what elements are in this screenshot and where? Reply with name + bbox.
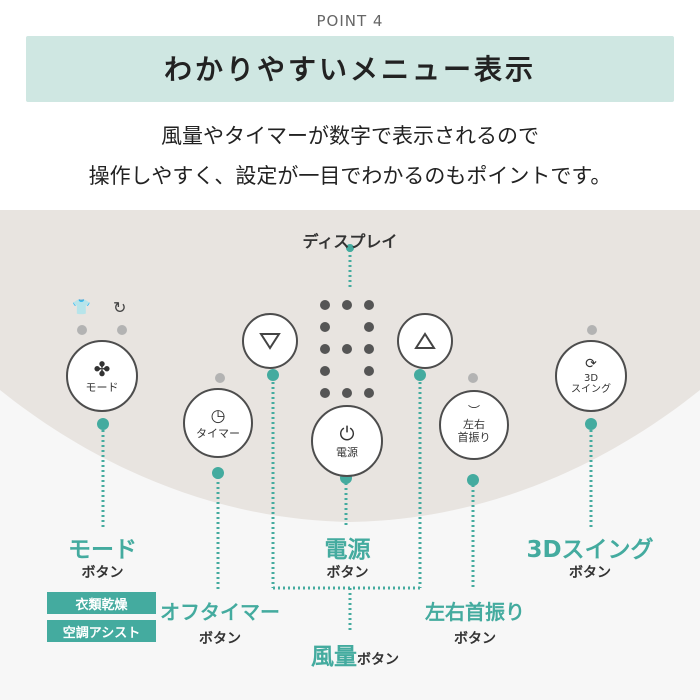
mode-button[interactable]: ✤ モード (66, 340, 138, 412)
description-line-2: 操作しやすく、設定が一目でわかるのもポイントです。 (88, 164, 612, 188)
mode-callout-sub: ボタン (81, 565, 124, 581)
led-laundry (77, 325, 87, 335)
mode-tag-aircon-assist: 空調アシスト (47, 620, 156, 642)
shirt-icon: 👕 (72, 298, 91, 316)
swing-callout-sub: ボタン (454, 631, 496, 647)
connector-dots (97, 244, 597, 486)
clock-icon: ◷ (210, 405, 226, 426)
swing-button-label-2: 首振り (457, 431, 491, 444)
display-digit (320, 300, 374, 398)
fan-icon: ✤ (93, 356, 111, 381)
connector-lines (101, 250, 593, 630)
swing-button[interactable]: ︶ 左右 首振り (439, 390, 509, 460)
power-icon: ⏻ (339, 422, 355, 445)
swing-button-label-1: 左右 (463, 418, 485, 431)
timer-button-label: タイマー (196, 426, 240, 440)
cycle-icon: ↻ (113, 298, 127, 317)
title-banner (26, 36, 674, 102)
3d-swing-button[interactable]: ⟳ 3D スイング (555, 340, 627, 412)
timer-button[interactable]: ◷ タイマー (183, 388, 253, 458)
point-label: POINT 4 (316, 12, 384, 30)
3d-swing-callout-sub: ボタン (569, 565, 611, 581)
power-callout-title: 電源 (324, 537, 371, 563)
panel-surface (0, 210, 700, 522)
wind-callout-title: 風量 (311, 644, 357, 670)
3d-swing-callout-title: 3Dスイング (526, 537, 654, 563)
power-button-label: 電源 (336, 445, 358, 459)
triangle-down-icon (259, 333, 281, 350)
display-label: ディスプレイ (302, 232, 398, 251)
mode-tag-laundry: 衣類乾燥 (47, 592, 156, 614)
off-timer-callout-sub: ボタン (199, 631, 241, 647)
power-button[interactable]: ⏻ 電源 (311, 405, 383, 477)
wind-up-button[interactable] (397, 313, 453, 369)
3d-button-label-1: 3D (583, 373, 599, 384)
triangle-up-icon (414, 332, 436, 349)
led-aircon-assist (117, 325, 127, 335)
swing-arc-icon: ︶ (467, 404, 480, 418)
led-timer (215, 373, 225, 383)
power-callout-sub: ボタン (326, 565, 369, 581)
mode-callout-title: モード (68, 537, 137, 563)
led-swing (468, 373, 478, 383)
wind-callout: 風量ボタン (290, 637, 420, 671)
swing-callout-title: 左右首振り (425, 600, 525, 624)
mode-button-label: モード (85, 380, 119, 394)
description-line-1: 風量やタイマーが数字で表示されるので (161, 124, 539, 148)
wind-down-button[interactable] (242, 313, 298, 369)
page-title: わかりやすいメニュー表示 (163, 53, 536, 86)
3d-swing-icon: ⟳ (585, 356, 597, 372)
control-panel-illustration (0, 210, 700, 630)
wind-callout-sub: ボタン (357, 652, 399, 668)
off-timer-callout-title: オフタイマー (160, 600, 280, 624)
led-3d (587, 325, 597, 335)
3d-button-label-2: スイング (571, 384, 611, 395)
